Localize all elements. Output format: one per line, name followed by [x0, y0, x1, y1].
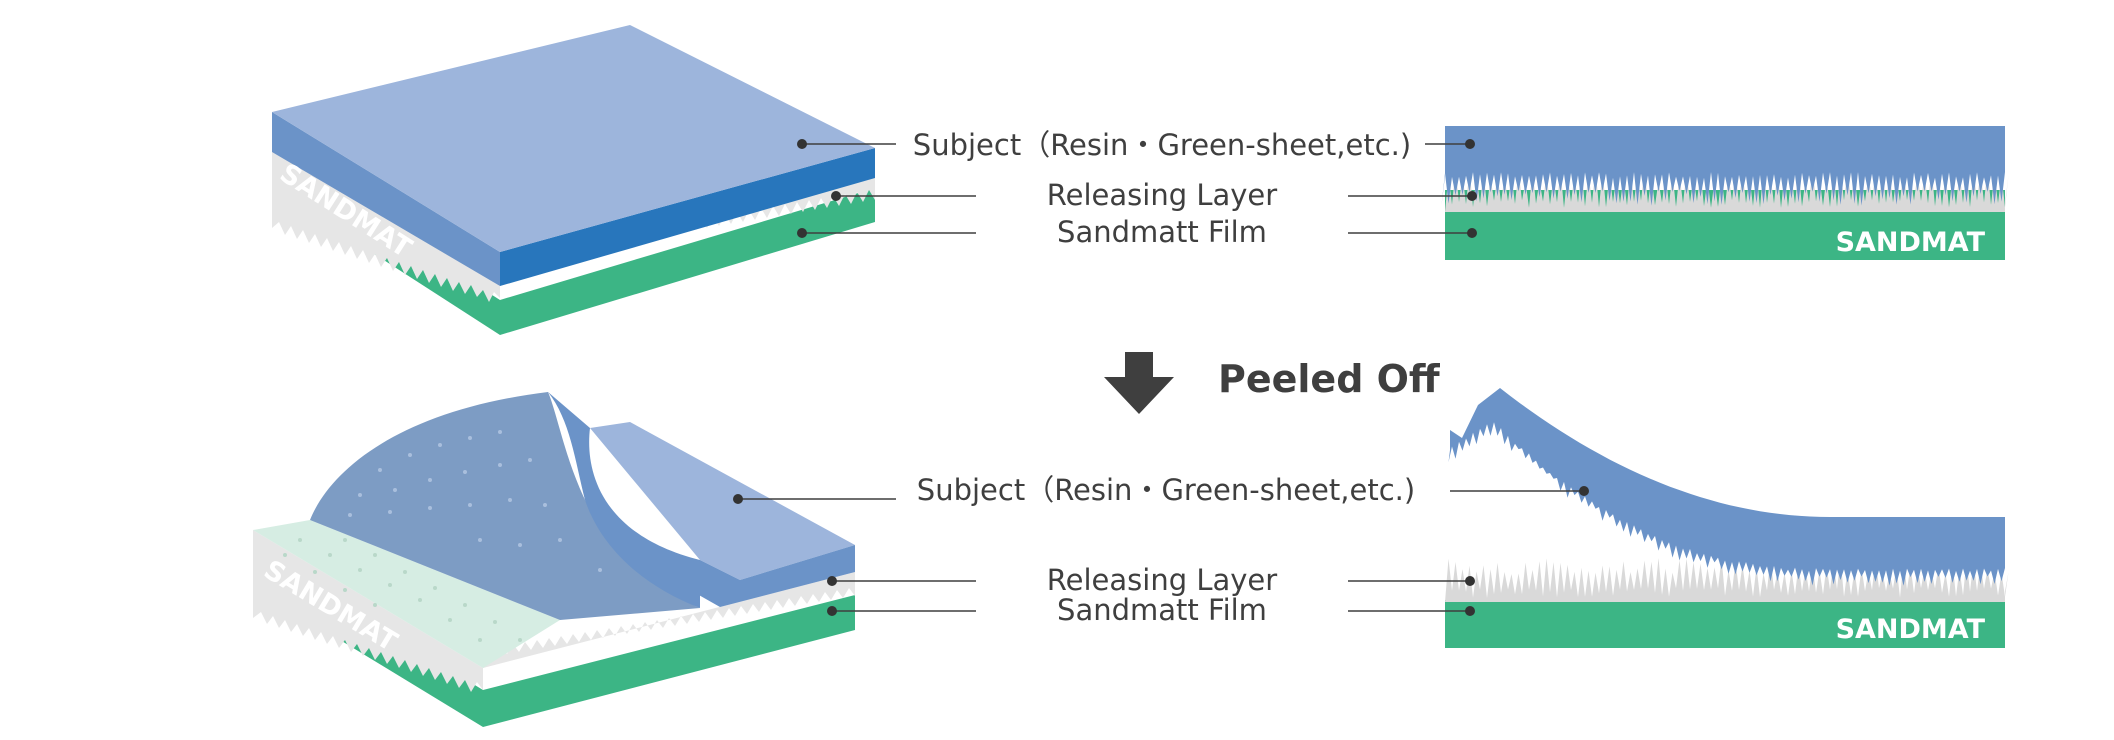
- bottom-block-releasing-left: [253, 530, 483, 692]
- top-block-subject-left: [272, 112, 500, 286]
- top-sandmatt-dot-right: [1467, 228, 1477, 238]
- top-sandmatt-dot-left: [797, 228, 807, 238]
- top-labels: Subject（Resin・Green-sheet,etc.) Releasin…: [797, 128, 1477, 249]
- bottom-subject-label: Subject（Resin・Green-sheet,etc.): [917, 473, 1415, 507]
- bottom-block-exposed-surface: [253, 520, 560, 668]
- bottom-block-peeling-edge: [548, 392, 700, 608]
- top-xs-brand: SANDMAT: [1836, 227, 1986, 258]
- bottom-block-sandmatt-front: [483, 595, 855, 727]
- top-releasing-dot-left: [831, 191, 841, 201]
- bottom-block-3d: SANDMAT: [253, 392, 855, 727]
- top-subject-label: Subject（Resin・Green-sheet,etc.): [913, 128, 1411, 162]
- top-xs-releasing: [1445, 168, 2009, 212]
- bottom-block-surface-texture: [283, 538, 522, 642]
- bottom-releasing-label: Releasing Layer: [1047, 563, 1277, 597]
- bottom-block-subject-front: [690, 545, 855, 607]
- down-arrow-icon: [1104, 352, 1174, 414]
- bottom-xs-peeled-subject: [1448, 388, 2005, 586]
- bottom-xs-sandmatt: [1445, 600, 2005, 648]
- bottom-block-sheet-texture: [348, 430, 602, 572]
- peeled-indicator: Peeled Off: [1104, 352, 1441, 414]
- top-block-subject-front: [500, 148, 875, 286]
- bottom-sandmatt-dot-left: [827, 606, 837, 616]
- bottom-sandmatt-label: Sandmatt Film: [1057, 593, 1267, 627]
- bottom-releasing-dot-right: [1465, 576, 1475, 586]
- bottom-subject-dot-left: [733, 494, 743, 504]
- top-subject-dot-left: [797, 139, 807, 149]
- bottom-xs-brand: SANDMAT: [1836, 614, 1986, 645]
- bottom-sandmatt-dot-right: [1465, 606, 1475, 616]
- top-block-sandmatt-front: [500, 188, 875, 335]
- bottom-releasing-dot-left: [827, 576, 837, 586]
- top-block-subject-top: [272, 25, 875, 252]
- top-cross-section: SANDMAT: [1441, 126, 2009, 260]
- bottom-block-subject-top: [590, 422, 855, 580]
- top-releasing-dot-right: [1467, 191, 1477, 201]
- bottom-subject-dot-right: [1579, 486, 1589, 496]
- top-sandmatt-label: Sandmatt Film: [1057, 215, 1267, 249]
- bottom-block-peeling-sheet: [310, 392, 700, 620]
- bottom-labels: Subject（Resin・Green-sheet,etc.) Releasin…: [733, 473, 1589, 627]
- top-releasing-label: Releasing Layer: [1047, 178, 1277, 212]
- peeled-off-label: Peeled Off: [1218, 357, 1441, 401]
- top-block-3d: SANDMAT: [272, 25, 875, 335]
- top-xs-subject: [1441, 126, 2005, 206]
- bottom-xs-releasing: [1445, 558, 2009, 602]
- top-subject-dot-right: [1465, 139, 1475, 149]
- bottom-cross-section: SANDMAT: [1445, 388, 2009, 648]
